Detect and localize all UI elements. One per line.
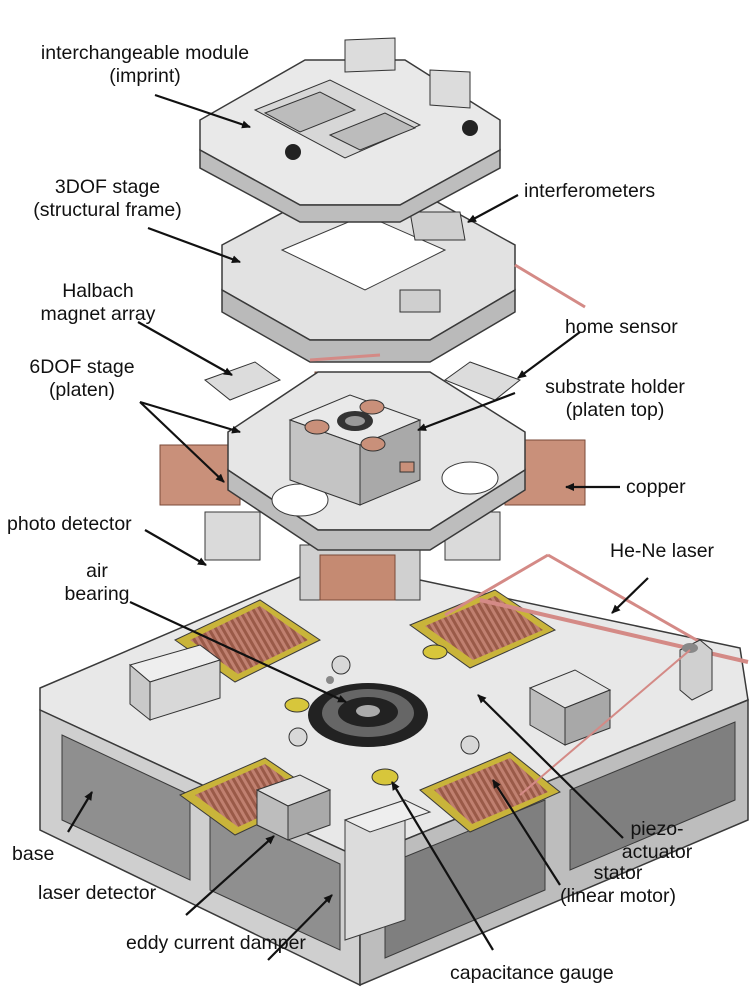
label-copper: copper [626, 476, 686, 498]
arrow-laser-detector [185, 835, 275, 916]
arrow-air-bearing [129, 601, 347, 703]
label-interchangeable-module: interchangeable module (imprint) [5, 42, 285, 88]
arrow-piezo-actuator [477, 694, 624, 839]
interchangeable-module [199, 37, 501, 223]
label-6dof-stage: 6DOF stage (platen) [22, 356, 142, 402]
label-piezo-actuator: piezo- actuator [602, 818, 712, 864]
label-line: air [86, 560, 108, 582]
he-ne-laser-tube [444, 553, 749, 796]
arrow-substrate-holder [417, 391, 516, 432]
label-line: substrate holder [545, 376, 685, 398]
substrate-holder [288, 394, 422, 506]
label-line: (linear motor) [560, 885, 676, 907]
arrow-photo-detector [144, 529, 207, 566]
label-line: (imprint) [109, 65, 181, 87]
leader-lines [67, 93, 649, 961]
arrow-halbach [137, 321, 233, 376]
label-line: actuator [621, 841, 693, 863]
label-laser-detector: laser detector [38, 882, 157, 904]
frame-3dof [221, 197, 586, 363]
arrow-base [67, 791, 93, 833]
label-line: magnet array [40, 303, 156, 325]
label-halbach: Halbach magnet array [28, 280, 168, 326]
label-line: (platen) [48, 379, 116, 401]
label-line: interchangeable module [40, 42, 250, 64]
side-block-right [528, 669, 612, 746]
label-base: base [12, 843, 55, 865]
arrow-6dof-stage-lower [139, 401, 225, 483]
label-line: stator [593, 862, 643, 884]
arrow-6dof-stage [139, 400, 241, 434]
arrow-he-ne-laser [611, 577, 649, 614]
arrow-eddy-current-damper [267, 894, 333, 961]
label-line: (platen top) [565, 399, 665, 421]
label-line: Halbach [62, 280, 134, 302]
label-stator: stator (linear motor) [528, 862, 708, 908]
label-line: piezo- [630, 818, 684, 840]
label-interferometers: interferometers [524, 180, 656, 202]
arrow-interferometers [467, 194, 519, 223]
label-photo-detector: photo detector [7, 513, 132, 535]
label-line: (structural frame) [33, 199, 182, 221]
label-he-ne-laser: He-Ne laser [610, 540, 715, 562]
label-home-sensor: home sensor [565, 316, 678, 338]
label-eddy-current-damper: eddy current damper [126, 932, 306, 954]
platen-6dof [159, 361, 586, 601]
arrow-3dof-stage [147, 226, 241, 264]
laser-detector-box [255, 774, 332, 841]
arrow-capacitance-gauge [391, 781, 494, 951]
side-block-left [128, 644, 222, 722]
label-substrate-holder: substrate holder (platen top) [520, 376, 710, 422]
arrow-home-sensor [517, 331, 581, 379]
arrow-stator [492, 779, 561, 886]
label-3dof-stage: 3DOF stage (structural frame) [5, 176, 210, 222]
label-capacitance-gauge: capacitance gauge [450, 962, 614, 984]
arrow-interchangeable-module [154, 93, 251, 129]
label-air-bearing: air bearing [52, 560, 142, 606]
label-line: 6DOF stage [29, 356, 135, 378]
capacitance-gauges [284, 644, 480, 786]
label-line: 3DOF stage [54, 176, 161, 198]
label-line: bearing [64, 583, 130, 605]
